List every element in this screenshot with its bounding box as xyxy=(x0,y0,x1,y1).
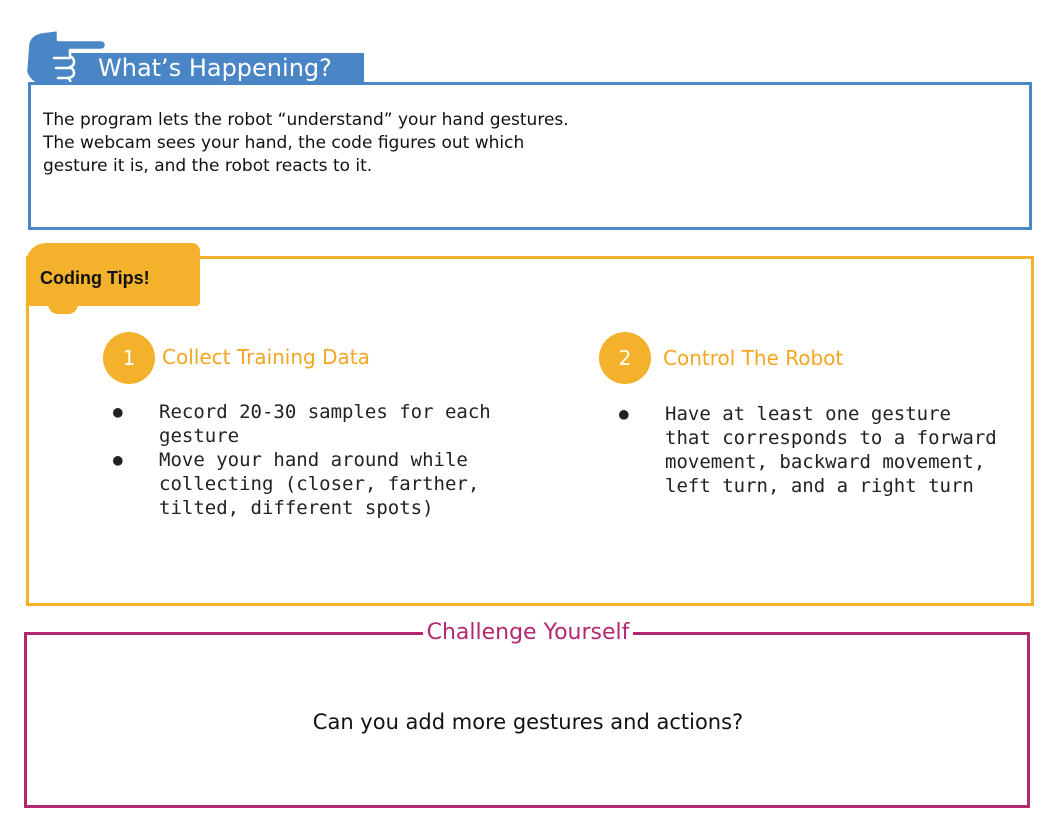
challenge-text: Can you add more gestures and actions? xyxy=(312,710,744,734)
challenge-title-wrapper: Challenge Yourself xyxy=(0,620,1056,645)
step-2-number: 2 xyxy=(599,332,651,384)
coding-tips-box xyxy=(26,256,1034,606)
list-item: Record 20-30 samples for each gesture xyxy=(113,400,513,448)
list-item: Move your hand around while collecting (… xyxy=(113,448,513,520)
challenge-title: Challenge Yourself xyxy=(422,620,634,645)
whats-happening-box: The program lets the robot “understand” … xyxy=(28,82,1032,230)
step-1-number: 1 xyxy=(103,332,155,384)
step-2-bullet-list: Have at least one gesture that correspon… xyxy=(619,402,999,498)
list-item: Have at least one gesture that correspon… xyxy=(619,402,999,498)
step-1-bullet-list: Record 20-30 samples for each gesture Mo… xyxy=(113,400,513,520)
whats-happening-title: What’s Happening? xyxy=(98,54,332,82)
coding-tips-tab xyxy=(26,243,200,306)
coding-tips-tab-notch xyxy=(48,300,78,314)
whats-happening-text: The program lets the robot “understand” … xyxy=(43,110,569,176)
step-1-title: Collect Training Data xyxy=(162,345,370,369)
coding-tips-title: Coding Tips! xyxy=(40,268,150,288)
whats-happening-header-bar xyxy=(58,53,364,83)
step-2-title: Control The Robot xyxy=(663,346,844,370)
